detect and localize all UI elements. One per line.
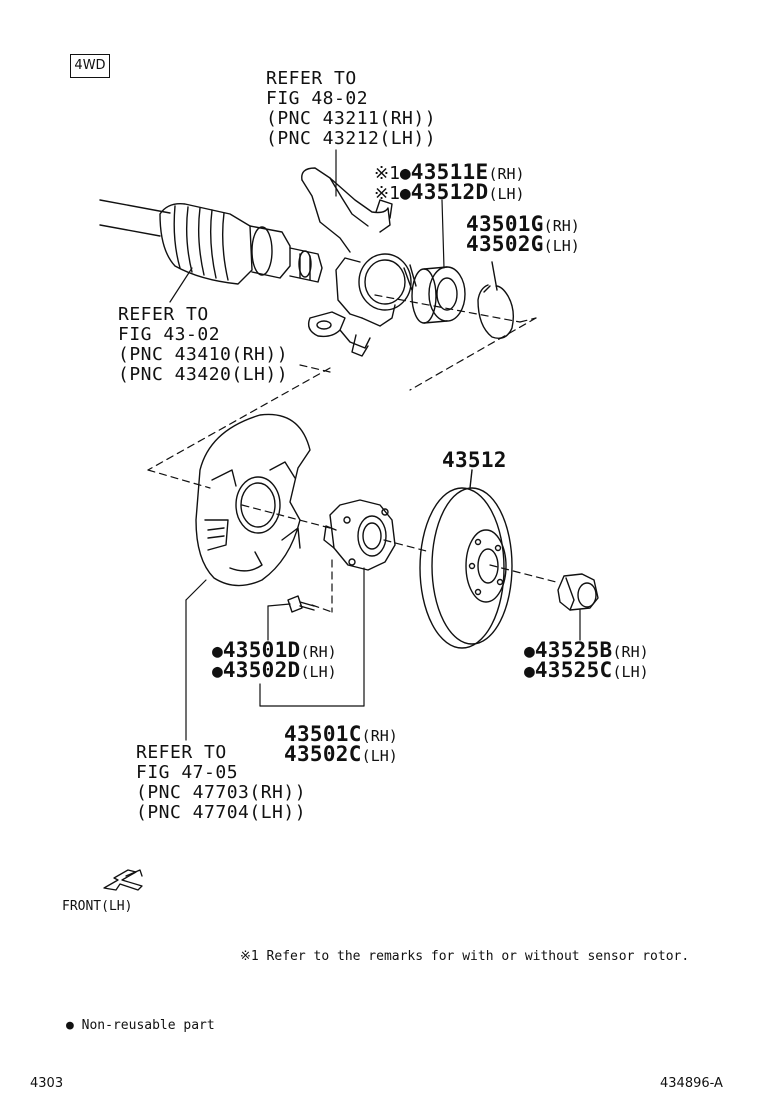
part-label-bolt-lh: ●43502D(LH) [212,658,337,682]
part-label-nut-lh: ●43525C(LH) [524,658,649,682]
hub-bearing-drawing [411,266,466,324]
dust-cover-ref-line-4: (PNC 47704(LH)) [136,802,307,823]
driveshaft-ref-line-3: (PNC 43410(RH)) [118,344,289,365]
disc-rotor-drawing [419,469,513,649]
lock-nut-drawing [557,573,599,611]
knuckle-ref-line-2: FIG 48-02 [266,88,369,109]
sensor-rotor-note: ※1 Refer to the remarks for with or with… [240,949,690,964]
drive-type-badge: 4WD [70,54,110,78]
driveshaft-ref-line-4: (PNC 43420(LH)) [118,364,289,385]
knuckle-ref-line-1: REFER TO [266,68,357,89]
dust-cover-ref-line-3: (PNC 47703(RH)) [136,782,307,803]
part-label-snap-ring-lh: 43502G(LH) [466,232,580,256]
driveshaft-ref-line-1: REFER TO [118,304,209,325]
part-label-nut-rh: ●43525B(RH) [524,638,649,662]
part-label-bolt-rh: ●43501D(RH) [212,638,337,662]
front-direction-label: FRONT(LH) [62,899,133,914]
axle-hub-drawing [323,499,396,571]
part-label-bearing-lh: ※1●43512D(LH) [374,180,525,204]
knuckle-ref-line-3: (PNC 43211(RH)) [266,108,437,129]
non-reusable-legend: ● Non-reusable part [66,1018,215,1033]
part-label-snap-ring-rh: 43501G(RH) [466,212,580,236]
knuckle-ref-line-4: (PNC 43212(LH)) [266,128,437,149]
snap-ring-drawing [477,261,515,340]
dust-cover-ref-line-1: REFER TO [136,742,227,763]
front-direction-arrow [103,869,143,891]
driveshaft-ref-line-2: FIG 43-02 [118,324,221,345]
part-label-hub-lh: 43502C(LH) [284,742,398,766]
dust-cover-drawing [195,413,311,587]
dust-cover-ref-line-2: FIG 47-05 [136,762,239,783]
illustration-code: 434896-A [660,1076,723,1091]
drive-shaft-drawing [99,199,323,285]
steering-knuckle-drawing [301,167,417,357]
part-label-hub-rh: 43501C(RH) [284,722,398,746]
page-number: 4303 [30,1076,64,1091]
part-label-bearing-rh: ※1●43511E(RH) [374,160,525,184]
part-label-disc: 43512 [442,448,507,472]
hub-bolt-drawing [287,595,315,613]
